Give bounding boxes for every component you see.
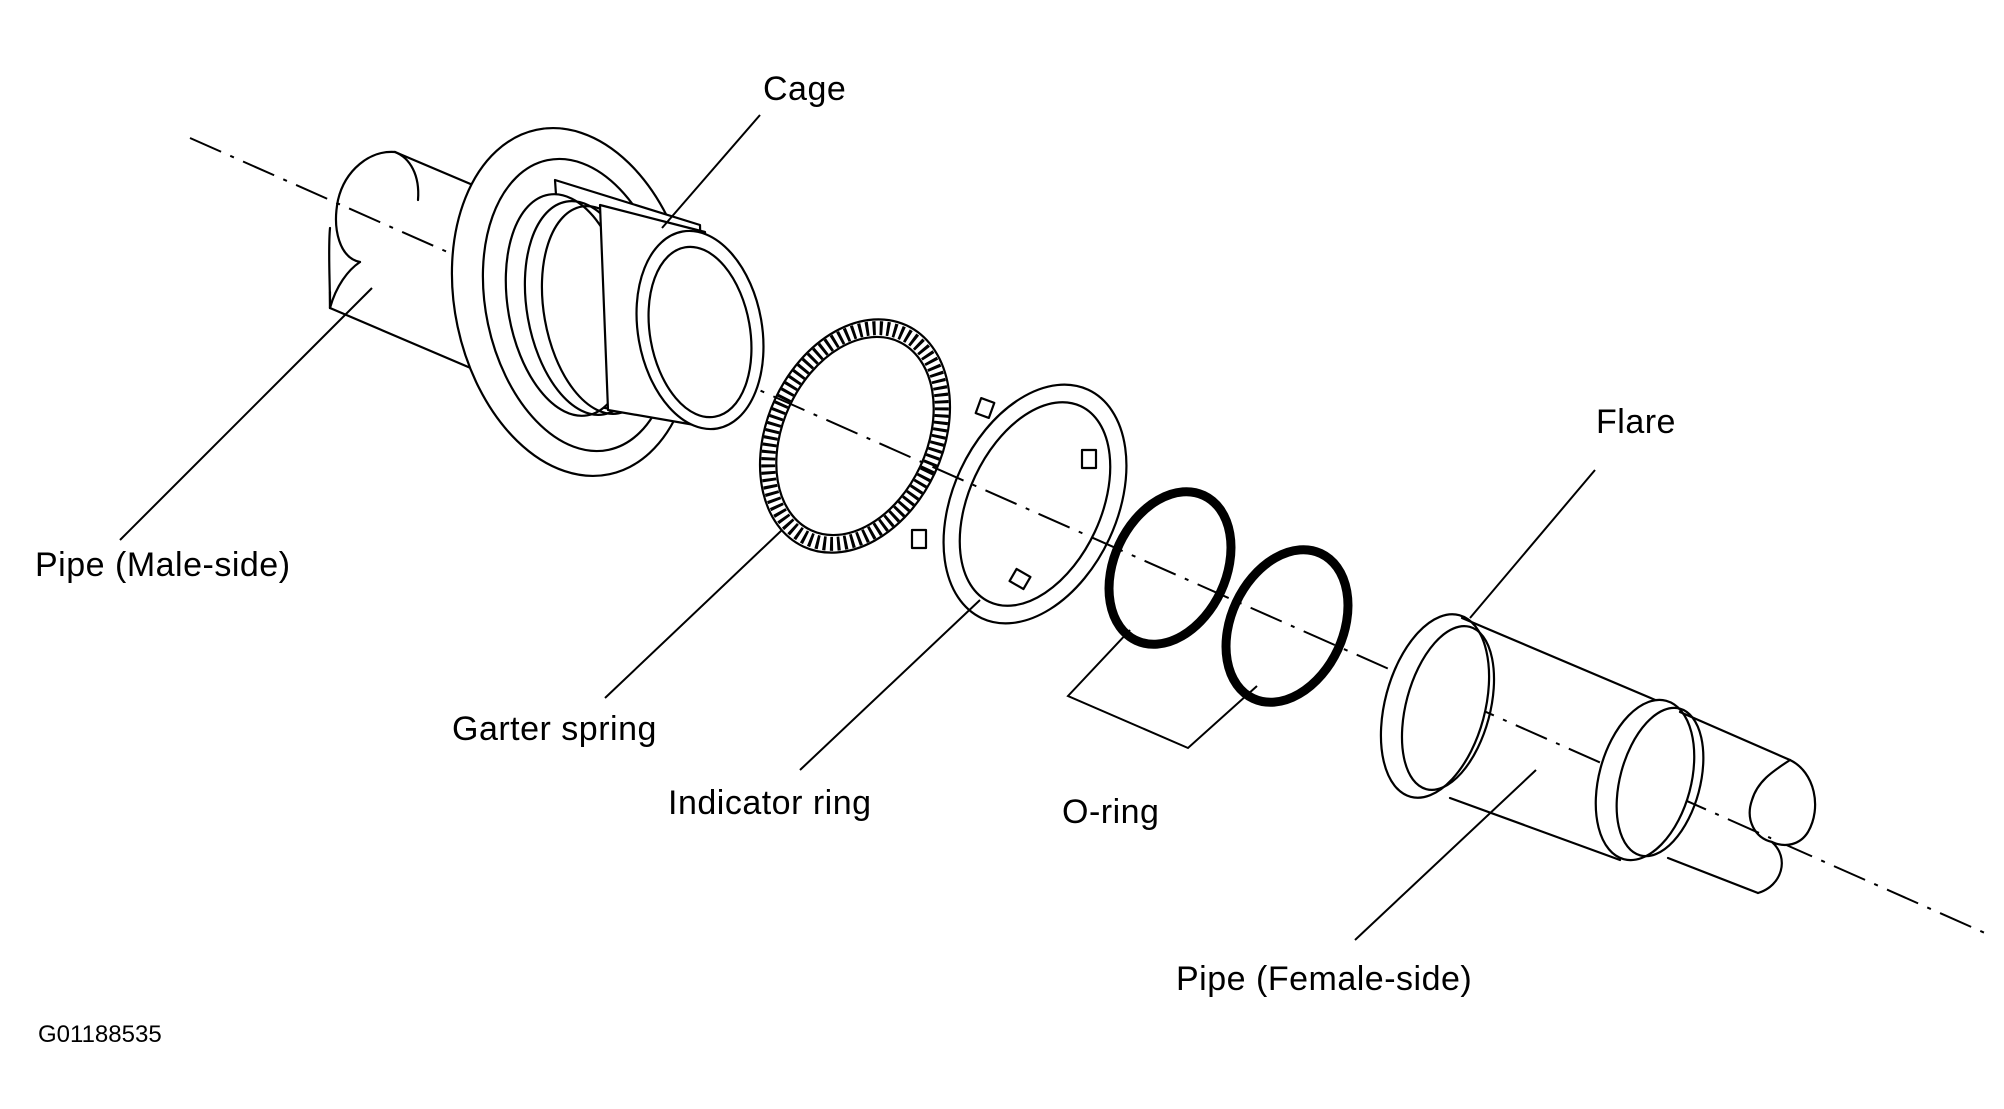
leader-indicator-ring bbox=[799, 599, 981, 771]
leader-garter-spring bbox=[604, 529, 783, 699]
label-pipe-male: Pipe (Male-side) bbox=[35, 546, 291, 584]
figure-code: G01188535 bbox=[38, 1021, 162, 1048]
leader-cage bbox=[661, 114, 761, 229]
leader-o-ring bbox=[1066, 629, 1258, 750]
o-rings bbox=[1104, 487, 1353, 707]
cage bbox=[450, 127, 765, 477]
label-o-ring: O-ring bbox=[1062, 793, 1159, 831]
leader-pipe-female bbox=[1354, 769, 1537, 941]
label-cage: Cage bbox=[763, 70, 846, 108]
female-pipe bbox=[1379, 613, 1817, 895]
label-flare: Flare bbox=[1596, 403, 1676, 441]
o-ring-1 bbox=[1104, 487, 1236, 649]
garter-spring bbox=[758, 318, 952, 554]
leader-flare bbox=[1469, 469, 1596, 619]
label-garter-spring: Garter spring bbox=[452, 710, 657, 748]
indicator-ring bbox=[910, 383, 1128, 625]
leader-pipe-male bbox=[119, 287, 373, 541]
label-pipe-female: Pipe (Female-side) bbox=[1176, 960, 1472, 998]
o-ring-2 bbox=[1221, 545, 1353, 707]
label-indicator-ring: Indicator ring bbox=[668, 784, 872, 822]
